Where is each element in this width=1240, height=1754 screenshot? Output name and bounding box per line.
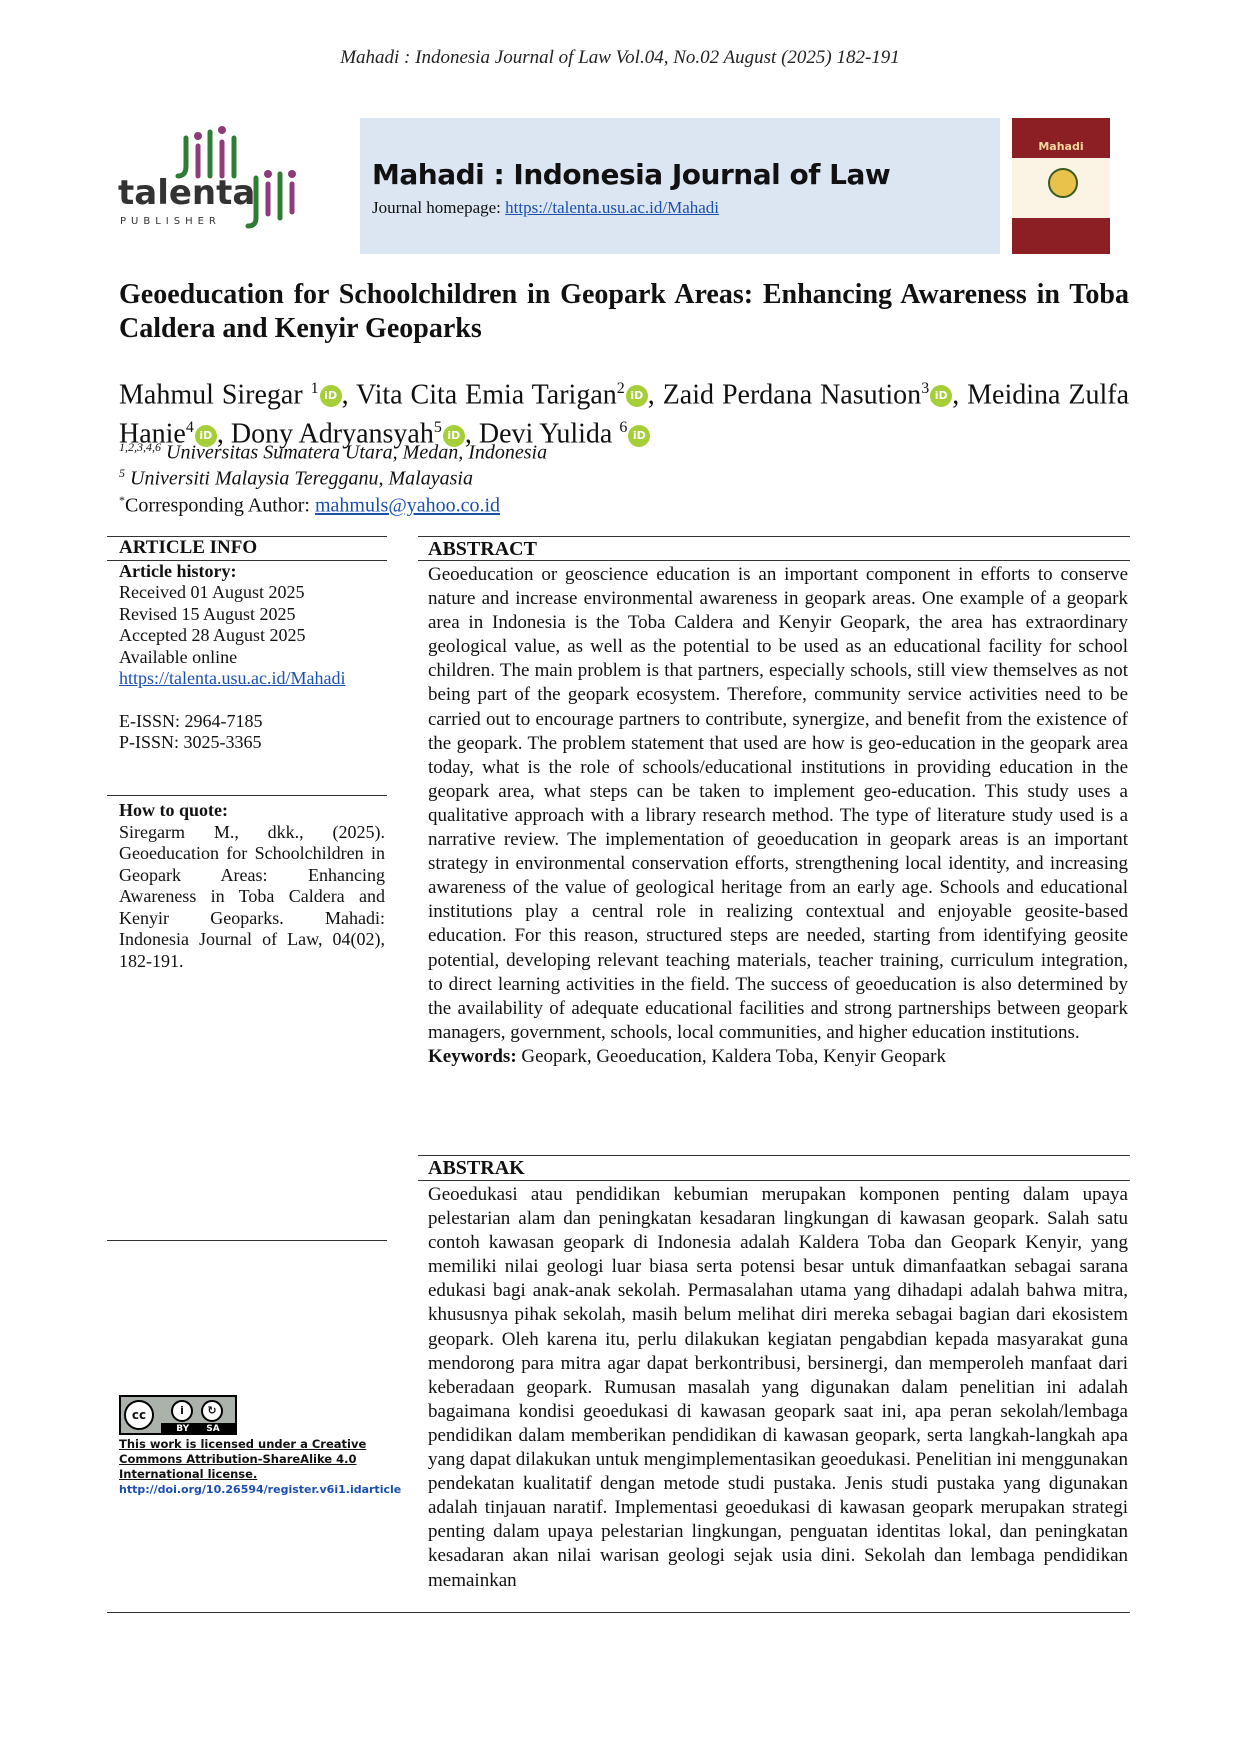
eissn: E-ISSN: 2964-7185 (119, 710, 263, 731)
orcid-icon[interactable]: iD (442, 424, 465, 447)
divider (418, 560, 1130, 561)
license-link[interactable]: This work is licensed under a Creative C… (119, 1437, 367, 1481)
affiliation: 5 Universiti Malaysia Teregganu, Malayas… (119, 466, 473, 490)
accepted-date: Accepted 28 August 2025 (119, 625, 306, 645)
corresponding-email-link[interactable]: mahmuls@yahoo.co.id (315, 494, 501, 517)
abstract-body: Geoeducation or geoscience education is … (428, 563, 1128, 1069)
journal-banner: Mahadi : Indonesia Journal of Law Journa… (360, 118, 1000, 254)
cover-title: Mahadi (1038, 140, 1084, 153)
paper-title: Geoeducation for Schoolchildren in Geopa… (119, 279, 1129, 344)
divider (107, 795, 387, 796)
author-name: , Dony Adryansyah (216, 418, 434, 450)
sharealike-icon: ↻ (201, 1400, 223, 1422)
orcid-icon[interactable]: iD (625, 385, 648, 408)
attribution-icon: i (171, 1400, 193, 1422)
revised-date: Revised 15 August 2025 (119, 603, 296, 624)
affiliation: 1,2,3,4,6 Universitas Sumatera Utara, Me… (119, 440, 548, 464)
orcid-icon[interactable]: iD (930, 385, 953, 408)
author-name: , Devi Yulida (464, 418, 620, 450)
available-online: Available online (119, 646, 238, 667)
doi-link[interactable]: http://doi.org/10.26594/register.v6i1.id… (119, 1483, 402, 1496)
journal-cover-image: Mahadi (1012, 118, 1110, 254)
abstrak-text: Geoedukasi atau pendidikan kebumian meru… (428, 1184, 1128, 1591)
abstract-text: Geoeducation or geoscience education is … (428, 564, 1128, 1043)
received-date: Received 01 August 2025 (119, 582, 305, 602)
journal-homepage-link[interactable]: https://talenta.usu.ac.id/Mahadi (505, 198, 720, 217)
article-info: ARTICLE INFO Article history: Received 0… (119, 537, 385, 754)
divider (418, 1180, 1130, 1181)
divider (107, 536, 387, 537)
orcid-icon[interactable]: iD (319, 385, 342, 408)
article-history-heading: Article history: (119, 560, 237, 581)
how-to-quote: How to quote: Siregarm M., dkk., (2025).… (119, 800, 385, 972)
running-head: Mahadi : Indonesia Journal of Law Vol.04… (340, 47, 900, 68)
divider (418, 1155, 1130, 1156)
how-to-quote-heading: How to quote: (119, 800, 228, 820)
abstract-heading: ABSTRACT (428, 538, 537, 560)
abstrak-body: Geoedukasi atau pendidikan kebumian meru… (428, 1183, 1128, 1593)
article-info-heading: ARTICLE INFO (119, 537, 258, 558)
author-name: , Meidina Zulfa Hanie (119, 379, 1130, 450)
author-name: , Zaid Perdana Nasution (647, 379, 922, 411)
divider (107, 1240, 387, 1241)
article-url-link[interactable]: https://talenta.usu.ac.id/Mahadi (119, 668, 346, 688)
divider (107, 560, 387, 561)
author-name: Mahmul Siregar (119, 379, 311, 411)
pissn: P-ISSN: 3025-3365 (119, 732, 262, 752)
orcid-icon[interactable]: iD (194, 424, 217, 447)
corresponding-author: *Corresponding Author: mahmuls@yahoo.co.… (119, 493, 501, 517)
divider (418, 536, 1130, 537)
talenta-publisher-logo: talenta PUBLISHER (118, 126, 296, 229)
logo-subtitle: PUBLISHER (120, 216, 221, 227)
cc-icon: cc (124, 1400, 154, 1430)
author-name: , Vita Cita Emia Tarigan (341, 379, 617, 411)
logo-wordmark: talenta (118, 173, 255, 213)
abstrak-heading: ABSTRAK (428, 1157, 525, 1179)
cover-seal-icon (1048, 168, 1078, 198)
citation-text: Siregarm M., dkk., (2025). Geoeducation … (119, 821, 385, 971)
orcid-icon[interactable]: iD (628, 424, 651, 447)
cc-by-sa-badge[interactable]: cc i ↻ BY SA (119, 1395, 237, 1435)
keywords: Keywords: Geopark, Geoeducation, Kaldera… (428, 1045, 947, 1067)
divider (107, 1612, 1130, 1613)
license-statement: This work is licensed under a Creative C… (119, 1437, 402, 1497)
journal-homepage: Journal homepage: https://talenta.usu.ac… (372, 198, 720, 217)
journal-title: Mahadi : Indonesia Journal of Law (372, 158, 891, 191)
badge-label: BY SA (161, 1423, 235, 1435)
logo-mark-icon (175, 129, 295, 229)
